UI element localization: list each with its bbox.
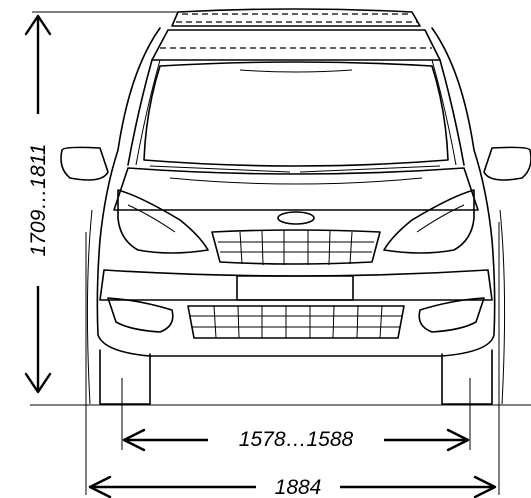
a-pillar-right [439, 59, 465, 166]
brand-emblem [277, 211, 315, 225]
upper-grille [211, 229, 381, 265]
track-label: 1578…1588 [239, 428, 354, 451]
height-arrow-bottom [24, 372, 52, 394]
hood-crease [169, 177, 423, 185]
tyre-left [99, 349, 151, 405]
license-plate [236, 275, 354, 301]
track-arrow-left [122, 428, 146, 452]
height-dimension: 1709…1811 [24, 11, 178, 394]
upper-grille-slats [218, 230, 374, 266]
roof-rail [176, 13, 418, 23]
roof-top [171, 8, 421, 27]
rear-mirror-mount [239, 69, 353, 73]
width-label: 1884 [275, 476, 322, 498]
lower-grille [187, 305, 405, 339]
mirror-right [483, 146, 531, 181]
lower-grille-slats [190, 305, 402, 339]
wipers [149, 165, 441, 173]
bumper-upper-edge [99, 269, 493, 301]
track-arrow-right [446, 428, 470, 452]
width-arrow-left [88, 475, 112, 498]
fog-lamp-left [107, 297, 174, 333]
tyre-right [441, 349, 493, 405]
a-pillar-inner [135, 59, 457, 166]
headlight-detail [127, 204, 465, 233]
headlight-left [117, 189, 209, 254]
roof-panel [151, 29, 441, 61]
hood [113, 167, 479, 211]
a-pillar-left [127, 59, 153, 166]
vehicle-outline [60, 8, 531, 405]
fog-lamp-right [418, 297, 485, 333]
track-dimension: 1578…1588 [121, 378, 471, 452]
mirror-left [60, 146, 109, 181]
windshield [143, 61, 449, 167]
height-label: 1709…1811 [27, 144, 50, 257]
width-arrow-right [473, 475, 497, 498]
wheel-arch-flares [86, 209, 506, 405]
height-arrow-top [24, 14, 52, 36]
width-dimension: 1884 [85, 222, 500, 498]
body-silhouette [96, 27, 496, 357]
headlight-right [383, 189, 475, 254]
